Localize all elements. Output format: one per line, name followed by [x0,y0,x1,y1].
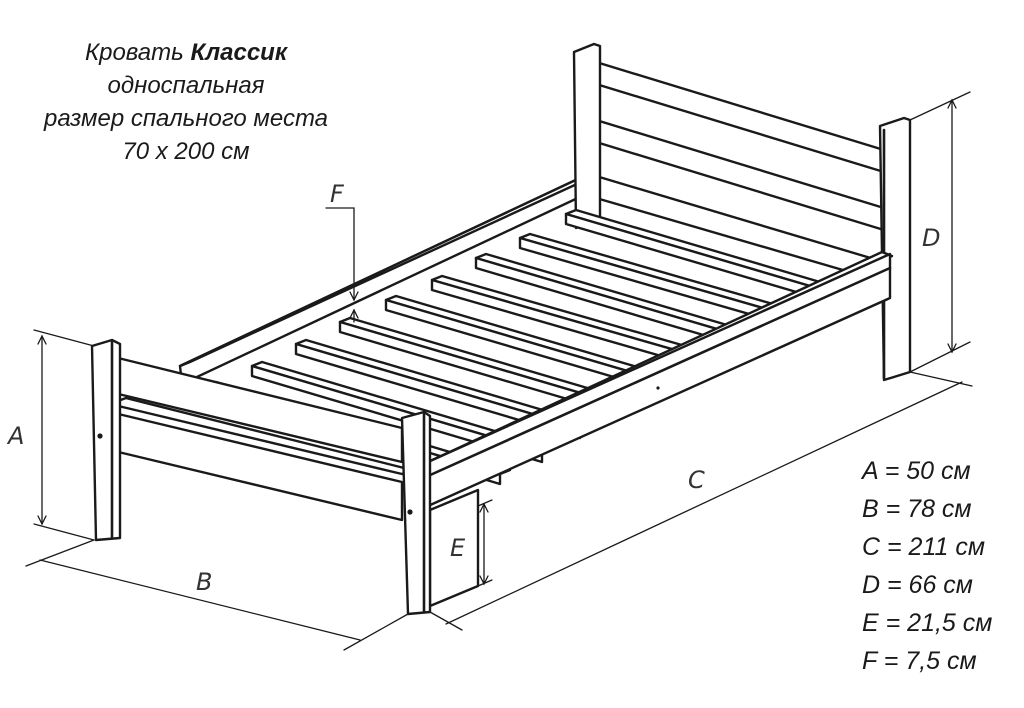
dimension-d-label: D [922,224,940,252]
dimension-f: F [325,180,359,323]
title-line-4: 70 x 200 см [122,138,250,165]
dimension-e-label: E [450,534,466,562]
dimension-f-label: F [330,180,345,208]
dimension-c-label: C [688,466,705,494]
title-line-2: односпальная [107,72,265,99]
legend-row-a: A = 50 см [862,457,971,485]
dimension-a: A [6,329,95,541]
dimension-b: B [25,539,409,651]
dimension-c: C [429,371,973,631]
dimension-legend: A = 50 см B = 78 см C = 211 см D = 66 см… [862,452,992,680]
dimension-d: D [909,91,971,373]
footboard [90,338,432,616]
title-model-name: Классик [190,39,288,66]
legend-row-b: B = 78 см [862,495,972,523]
title-line-3: размер спального места [43,105,329,132]
title-block: Кровать Классик односпальная размер спал… [0,36,372,168]
legend-row-e: E = 21,5 см [862,609,993,637]
dimension-b-label: B [196,568,212,596]
title-line-1: Кровать Классик [0,36,372,69]
title-prefix: Кровать [84,39,184,66]
legend-row-d: D = 66 см [862,571,973,599]
legend-row-c: C = 211 см [862,533,985,561]
dimension-e: E [450,499,493,587]
legend-row-f: F = 7,5 см [862,647,977,675]
dimension-a-label: A [6,422,24,450]
